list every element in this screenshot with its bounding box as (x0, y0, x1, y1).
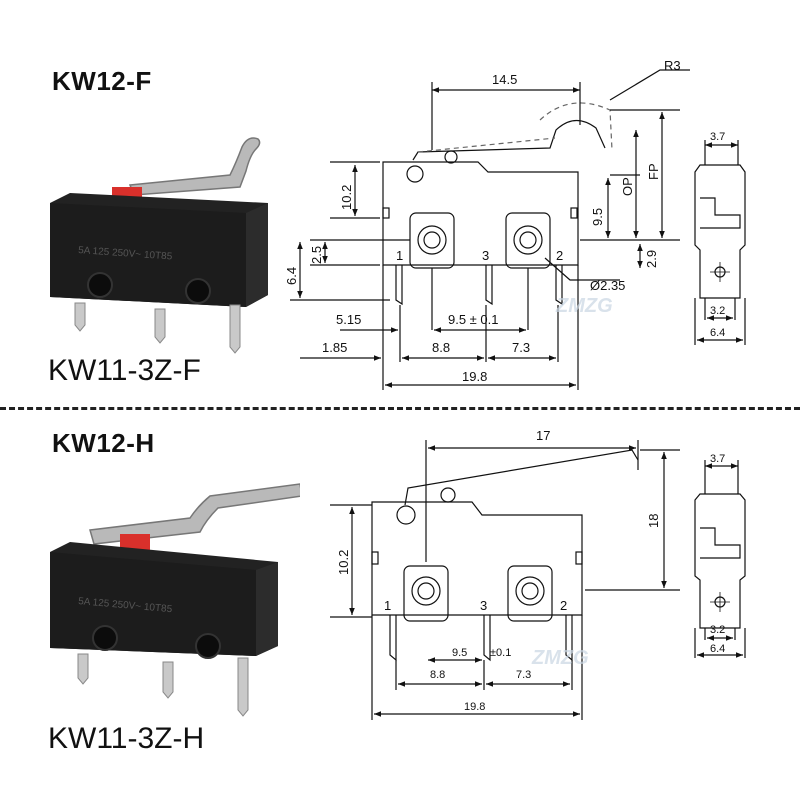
top-dim-hole-dia: Ø2.35 (590, 278, 625, 293)
bottom-dim-9-5: 9.5 (452, 647, 467, 659)
top-pin-1: 1 (396, 248, 403, 263)
top-model-subtitle: KW11-3Z-F (48, 354, 201, 387)
bottom-model-title: KW12-H (52, 428, 155, 458)
bottom-side-6-4: 6.4 (710, 643, 725, 655)
top-pin-2: 2 (556, 248, 563, 263)
bottom-dim-height-body: 10.2 (336, 550, 351, 575)
bottom-side-3-2: 3.2 (710, 624, 725, 636)
top-dim-fp: FP (646, 163, 661, 180)
top-lever (412, 119, 606, 161)
top-dim-9-5: 9.5 (590, 208, 605, 226)
top-model-title: KW12-F (52, 66, 152, 96)
top-side-3-2: 3.2 (710, 305, 725, 317)
top-dim-1-85: 1.85 (322, 340, 347, 355)
bottom-dim-width: 17 (536, 428, 550, 443)
bottom-dim-tol: ±0.1 (490, 647, 511, 659)
bottom-dim-8-8: 8.8 (430, 669, 445, 681)
bottom-switch-photo: 5A 125 250V~ 10T85 (50, 483, 300, 717)
top-dim-2-5: 2.5 (309, 246, 324, 264)
top-side-3-7: 3.7 (710, 131, 725, 143)
section-divider (0, 407, 800, 410)
top-dim-total: 19.8 (462, 369, 487, 384)
top-dim-op: OP (620, 177, 635, 196)
bottom-lever (404, 449, 639, 506)
top-dim-5-15: 5.15 (336, 312, 361, 327)
top-pin-3: 3 (482, 248, 489, 263)
bottom-pin-2: 2 (560, 598, 567, 613)
top-watermark: ZMZG (555, 295, 613, 317)
bottom-dim-height-total: 18 (646, 514, 661, 528)
top-dim-9-5-tol: 9.5 ± 0.1 (448, 312, 499, 327)
top-dim-width: 14.5 (492, 72, 517, 87)
bottom-dim-7-3: 7.3 (516, 669, 531, 681)
top-dim-8-8: 8.8 (432, 340, 450, 355)
bottom-pin-1: 1 (384, 598, 391, 613)
top-dim-6-4: 6.4 (284, 267, 299, 285)
top-dim-2-9: 2.9 (644, 250, 659, 268)
bottom-model-subtitle: KW11-3Z-H (48, 722, 205, 755)
top-side-6-4: 6.4 (710, 327, 725, 339)
top-dim-height-body: 10.2 (339, 185, 354, 210)
bottom-dim-total: 19.8 (464, 701, 485, 713)
top-dim-radius: R3 (664, 58, 681, 73)
bottom-pin-3: 3 (480, 598, 487, 613)
top-body-outline (382, 161, 579, 266)
bottom-watermark: ZMZG (531, 647, 589, 669)
bottom-side-3-7: 3.7 (710, 453, 725, 465)
top-switch-photo: 5A 125 250V~ 10T85 (50, 137, 268, 354)
top-dim-7-3: 7.3 (512, 340, 530, 355)
